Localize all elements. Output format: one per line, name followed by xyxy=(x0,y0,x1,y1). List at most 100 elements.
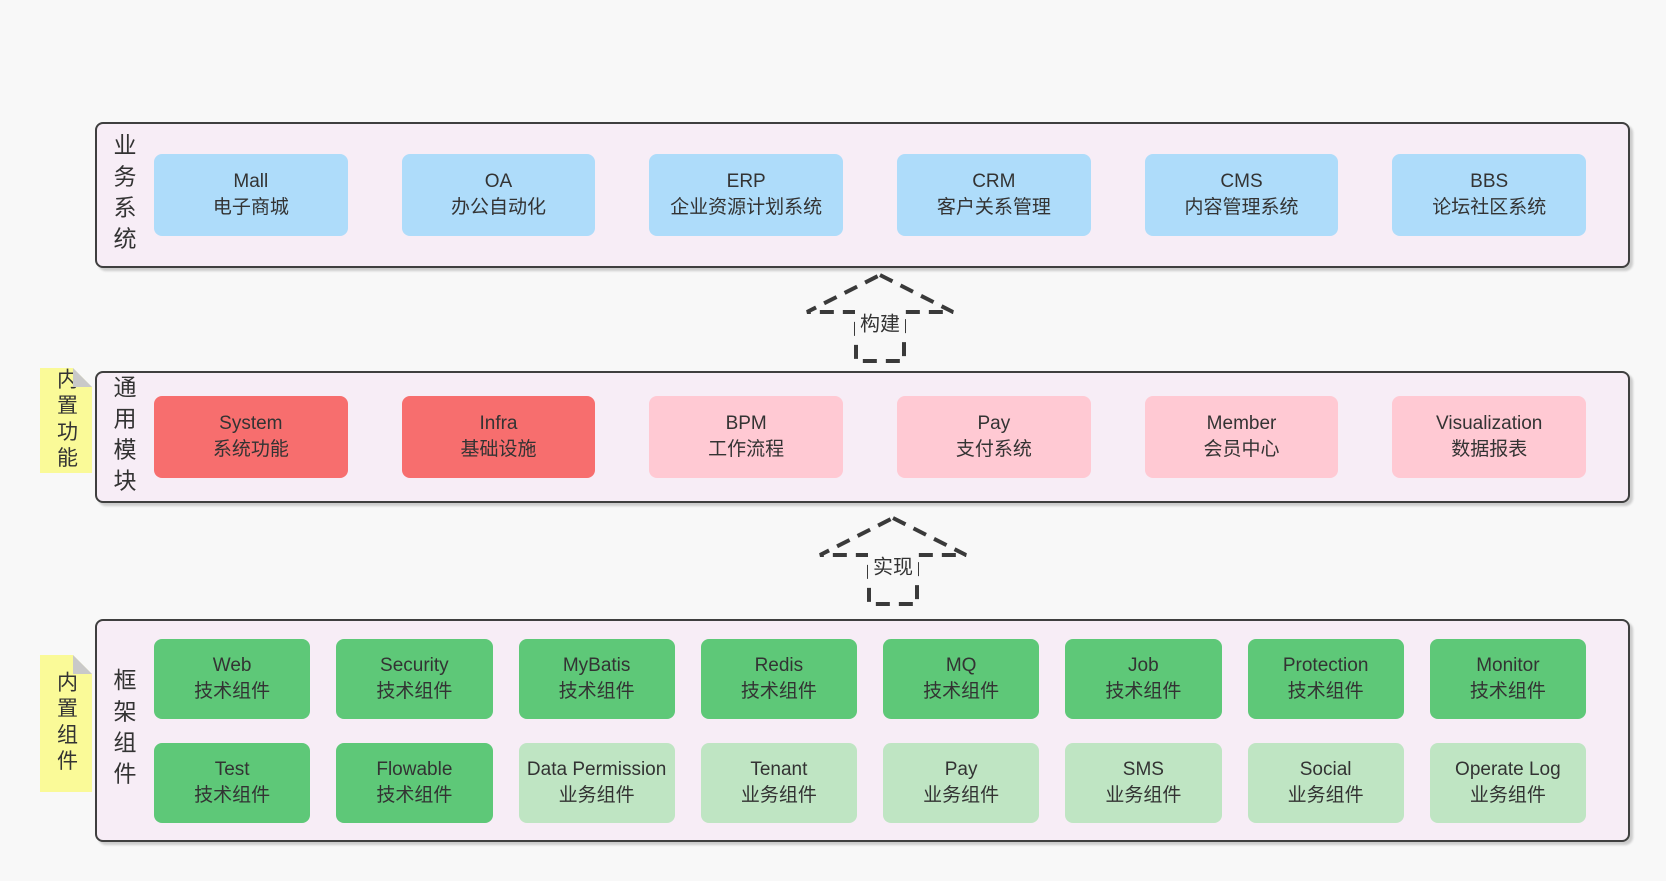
box-oa: OA 办公自动化 xyxy=(401,154,596,236)
box-label-zh: 企业资源计划系统 xyxy=(670,197,823,218)
layer-business-systems: 业务系统 Mall 电子商城 OA 办公自动化 ERP 企业资源计划系统 CRM 客户关系管理… xyxy=(95,122,1630,268)
box-label-zh: 支付系统 xyxy=(955,439,1032,460)
layer-label-modules: 通用模块 xyxy=(110,374,136,500)
box-label-en: CMS xyxy=(1220,171,1263,193)
box-label-zh: 业务组件 xyxy=(923,784,1000,806)
box-label-en: Data Permission xyxy=(526,758,667,780)
sticky-note-text: 内置组件 xyxy=(54,671,78,776)
business-box-row: Mall 电子商城 OA 办公自动化 ERP 企业资源计划系统 CRM 客户关系管理 CMS 内容… xyxy=(154,154,1587,236)
box-web: Web 技术组件 xyxy=(154,638,311,719)
box-label-zh: 电子商城 xyxy=(212,197,289,218)
box-tenant: Tenant 业务组件 xyxy=(700,742,857,823)
box-label-en: Tenant xyxy=(750,758,808,780)
box-social: Social 业务组件 xyxy=(1247,742,1404,823)
arrow-implement-label: 实现 xyxy=(868,549,918,581)
layer-label-business: 业务系统 xyxy=(110,132,136,258)
box-label-zh: 技术组件 xyxy=(1287,680,1364,702)
box-label-en: Operate Log xyxy=(1455,758,1561,780)
box-label-zh: 工作流程 xyxy=(708,439,785,460)
box-label-zh: 业务组件 xyxy=(1469,784,1546,806)
box-label-zh: 系统功能 xyxy=(212,439,289,460)
box-label-en: Test xyxy=(214,758,250,780)
box-label-en: OA xyxy=(484,171,513,193)
box-label-en: Flowable xyxy=(376,758,453,780)
box-label-zh: 内容管理系统 xyxy=(1184,197,1299,218)
box-flowable: Flowable 技术组件 xyxy=(336,742,493,823)
box-label-en: Job xyxy=(1128,654,1159,676)
box-bpm: BPM 工作流程 xyxy=(649,396,844,478)
box-cms: CMS 内容管理系统 xyxy=(1144,154,1339,236)
box-label-zh: 业务组件 xyxy=(1287,784,1364,806)
box-protection: Protection 技术组件 xyxy=(1247,638,1404,719)
box-label-zh: 技术组件 xyxy=(1469,680,1546,702)
box-redis: Redis 技术组件 xyxy=(700,638,857,719)
box-member: Member 会员中心 xyxy=(1144,396,1339,478)
box-label-en: BBS xyxy=(1470,171,1509,193)
box-job: Job 技术组件 xyxy=(1065,638,1222,719)
box-label-en: Pay xyxy=(944,758,978,780)
box-label-en: Visualization xyxy=(1436,413,1543,435)
layer-label-components: 框架组件 xyxy=(110,668,136,793)
box-label-en: Social xyxy=(1299,758,1352,780)
arrow-build-label: 构建 xyxy=(855,306,905,338)
box-test: Test 技术组件 xyxy=(154,742,311,823)
box-label-zh: 业务组件 xyxy=(740,784,817,806)
box-label-en: BPM xyxy=(725,413,767,435)
box-label-zh: 基础设施 xyxy=(460,439,537,460)
box-label-zh: 业务组件 xyxy=(558,784,635,806)
arrow-build-up-icon: 构建 xyxy=(805,272,955,364)
box-label-zh: 会员中心 xyxy=(1203,439,1280,460)
box-label-zh: 技术组件 xyxy=(1105,680,1182,702)
box-sms: SMS 业务组件 xyxy=(1065,742,1222,823)
box-label-zh: 办公自动化 xyxy=(451,197,547,218)
box-label-zh: 技术组件 xyxy=(376,784,453,806)
arrow-implement-up-icon: 实现 xyxy=(818,515,968,607)
box-operate-log: Operate Log 业务组件 xyxy=(1429,742,1586,823)
box-monitor: Monitor 技术组件 xyxy=(1429,638,1586,719)
note-folded-corner-icon xyxy=(73,368,92,387)
box-mq: MQ 技术组件 xyxy=(883,638,1040,719)
box-label-zh: 客户关系管理 xyxy=(936,197,1051,218)
box-label-en: Mall xyxy=(233,171,269,193)
box-label-zh: 技术组件 xyxy=(376,680,453,702)
box-label-zh: 技术组件 xyxy=(923,680,1000,702)
box-crm: CRM 客户关系管理 xyxy=(897,154,1091,236)
box-label-zh: 数据报表 xyxy=(1451,439,1528,460)
box-label-en: Monitor xyxy=(1476,654,1540,676)
sticky-note-built-in-components: 内置组件 xyxy=(40,655,92,792)
box-label-zh: 业务组件 xyxy=(1105,784,1182,806)
box-system: System 系统功能 xyxy=(154,396,348,478)
box-data-permission: Data Permission 业务组件 xyxy=(518,742,675,823)
box-security: Security 技术组件 xyxy=(336,638,493,719)
box-label-en: Web xyxy=(212,654,252,676)
note-folded-corner-icon xyxy=(73,655,92,674)
box-label-en: Security xyxy=(380,654,449,676)
box-label-en: Redis xyxy=(754,654,804,676)
box-label-zh: 论坛社区系统 xyxy=(1432,197,1547,218)
box-label-en: Member xyxy=(1206,413,1277,435)
box-label-en: ERP xyxy=(726,171,766,193)
box-label-zh: 技术组件 xyxy=(194,784,271,806)
box-label-en: SMS xyxy=(1122,758,1164,780)
box-label-en: CRM xyxy=(972,171,1016,193)
box-label-zh: 技术组件 xyxy=(740,680,817,702)
box-label-en: MQ xyxy=(945,654,977,676)
box-bbs: BBS 论坛社区系统 xyxy=(1392,154,1587,236)
box-label-en: Pay xyxy=(977,413,1011,435)
box-label-zh: 技术组件 xyxy=(194,680,271,702)
box-mybatis: MyBatis 技术组件 xyxy=(518,638,675,719)
box-label-en: System xyxy=(219,413,283,435)
box-label-zh: 技术组件 xyxy=(558,680,635,702)
box-label-en: Protection xyxy=(1282,654,1369,676)
box-label-en: MyBatis xyxy=(562,654,631,676)
box-pay: Pay 支付系统 xyxy=(897,396,1091,478)
box-pay: Pay 业务组件 xyxy=(883,742,1040,823)
box-visualization: Visualization 数据报表 xyxy=(1392,396,1587,478)
sticky-note-text: 内置功能 xyxy=(54,368,78,473)
